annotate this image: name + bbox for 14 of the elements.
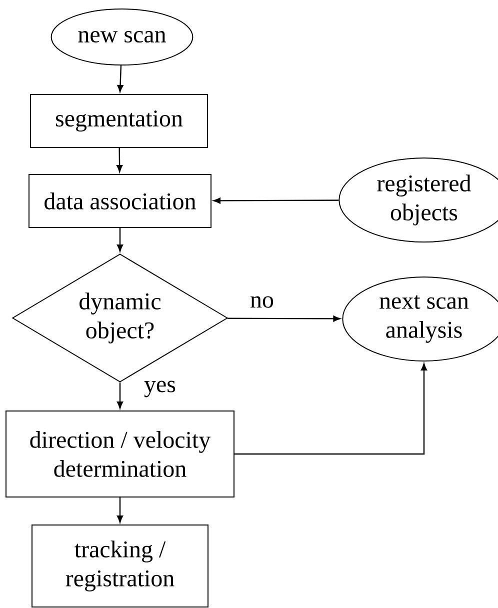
edge-label: no	[249, 295, 275, 309]
arrow	[116, 382, 124, 409]
arrow	[116, 148, 123, 172]
arrow	[227, 316, 340, 322]
process-box: tracking / registration	[32, 524, 208, 608]
arrow	[116, 498, 124, 523]
process-box: data association	[28, 174, 212, 228]
process-box: direction / velocity determination	[6, 410, 234, 498]
edge-label: yes	[143, 380, 177, 398]
arrow	[213, 198, 339, 204]
arrow	[234, 363, 428, 455]
process-box: segmentation	[30, 94, 208, 148]
arrow	[117, 65, 124, 92]
arrow	[116, 228, 124, 252]
